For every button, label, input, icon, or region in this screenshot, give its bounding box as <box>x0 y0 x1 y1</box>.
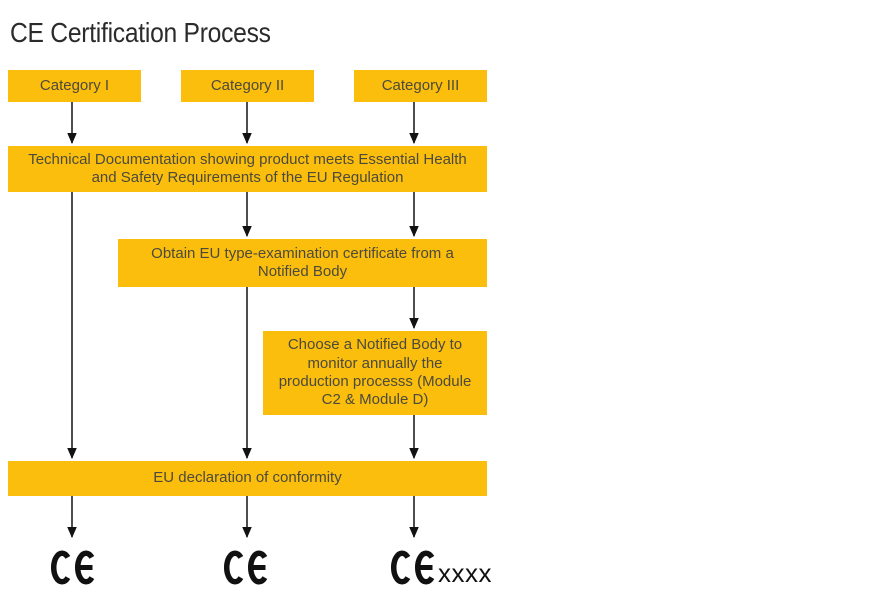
notified-body-monitoring-box: Choose a Notified Body to monitor annual… <box>263 331 487 415</box>
category-1-label: Category I <box>39 76 110 94</box>
notified-body-number: xxxx <box>438 558 492 588</box>
category-2-box: Category II <box>181 70 314 102</box>
ce-mark-2 <box>224 550 270 585</box>
category-3-label: Category III <box>381 76 460 94</box>
page-title: CE Certification Process <box>10 17 271 48</box>
ce-mark-icon <box>224 550 268 585</box>
type-examination-box: Obtain EU type-examination certificate f… <box>118 239 487 287</box>
ce-mark-1 <box>51 550 97 585</box>
category-3-box: Category III <box>354 70 487 102</box>
ce-mark-3: xxxx <box>391 550 492 588</box>
technical-documentation-label: Technical Documentation showing product … <box>28 150 467 186</box>
technical-documentation-box: Technical Documentation showing product … <box>8 146 487 192</box>
type-examination-label: Obtain EU type-examination certificate f… <box>151 244 454 280</box>
ce-mark-icon <box>391 550 435 585</box>
category-2-label: Category II <box>210 76 285 94</box>
declaration-label: EU declaration of conformity <box>153 469 342 487</box>
notified-body-monitoring-label: Choose a Notified Body to monitor annual… <box>278 336 472 409</box>
category-1-box: Category I <box>8 70 141 102</box>
declaration-box: EU declaration of conformity <box>8 461 487 496</box>
ce-mark-icon <box>51 550 95 585</box>
